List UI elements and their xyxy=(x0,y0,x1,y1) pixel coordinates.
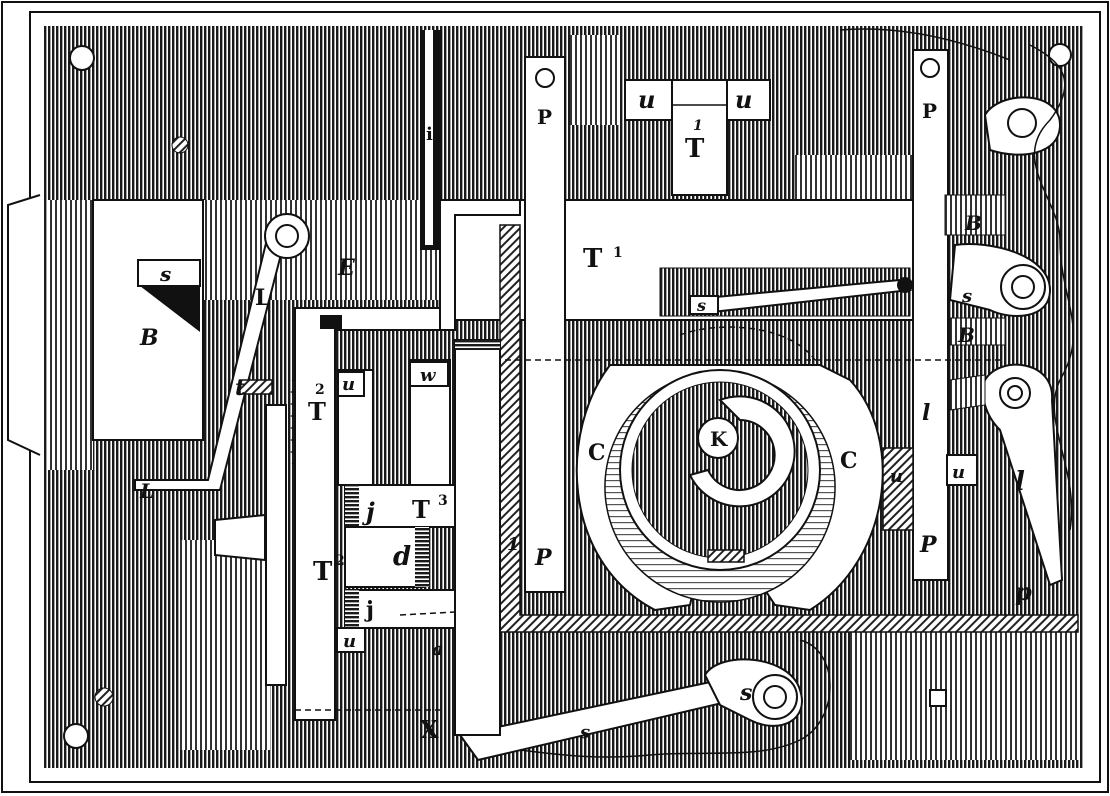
j-block xyxy=(344,589,456,629)
label-i: i xyxy=(426,124,433,145)
u-top-left xyxy=(624,79,676,121)
stop-t xyxy=(239,379,273,395)
label-T1-main-sup: 1 xyxy=(613,245,623,261)
dashed-arc xyxy=(679,326,816,361)
spring-wire-right xyxy=(1029,44,1075,531)
label-E: E xyxy=(337,255,356,281)
j-teeth xyxy=(345,590,359,628)
label-B-right-top: B xyxy=(964,211,982,235)
label-T1-top-sup: 1 xyxy=(693,118,703,134)
label-u-right: u xyxy=(952,462,965,483)
label-s-bottom-pivot: s xyxy=(739,680,752,706)
label-j-lower: j xyxy=(364,597,374,623)
u-lower-block xyxy=(336,627,366,653)
label-P-left-bottom: P xyxy=(534,545,553,571)
label-B-right-bottom: B xyxy=(957,323,975,347)
bar-P-left xyxy=(524,56,566,593)
label-1: 1 xyxy=(507,534,520,555)
label-B-left: B xyxy=(139,325,159,351)
T1-shoulder xyxy=(439,199,521,331)
label-P-left-top: P xyxy=(537,105,552,129)
label-P-right-top: P xyxy=(922,99,937,123)
centre-strip xyxy=(454,339,501,736)
B-right-top xyxy=(944,194,1006,236)
l-small-plate xyxy=(949,374,986,411)
spring-wire-top xyxy=(839,28,1011,61)
key-K xyxy=(697,417,739,459)
upper-plate xyxy=(200,200,440,300)
lever-L-pivot-inner xyxy=(275,224,299,248)
label-s-bottom-lever: s xyxy=(579,722,590,743)
slot-s-block xyxy=(689,295,719,315)
label-w: w xyxy=(420,365,437,386)
T3-teeth xyxy=(345,485,359,527)
label-s-right: s xyxy=(961,286,972,307)
rivet-upper-left xyxy=(171,136,189,154)
label-P-right-bottom: P xyxy=(919,532,938,558)
label-T3-sup: 3 xyxy=(438,493,448,509)
u-top-right xyxy=(724,79,771,121)
label-T2-lower: T xyxy=(313,557,333,587)
label-C-left: C xyxy=(588,440,606,466)
top-small-plate xyxy=(570,35,620,125)
key-K-ring xyxy=(688,395,796,508)
long-slide xyxy=(265,404,287,686)
spring-wire-bottom xyxy=(519,639,831,758)
wedge-tip xyxy=(214,513,266,562)
label-T2-upper-sup: 2 xyxy=(315,382,325,398)
u-block xyxy=(337,371,365,397)
label-s-slot: s xyxy=(696,296,706,315)
label-u-top-left: u xyxy=(638,85,655,114)
screw-hole-top-left xyxy=(69,45,95,71)
label-d: d xyxy=(393,542,411,572)
label-K: K xyxy=(710,427,728,451)
label-l-lever: l xyxy=(1015,467,1025,497)
bar-P-right xyxy=(912,49,949,581)
T1-top xyxy=(671,79,728,196)
label-s-left: s xyxy=(159,262,171,286)
label-T2-upper: T xyxy=(308,397,326,426)
label-p-lever: p xyxy=(1015,577,1032,606)
label-u-mid: u xyxy=(890,466,903,487)
small-square xyxy=(929,689,947,707)
lower-right-plate xyxy=(850,620,1080,760)
B-right-bottom xyxy=(949,317,1006,346)
label-u-lower: u xyxy=(343,631,356,652)
lower-left-block xyxy=(180,540,270,750)
bolt-stud-shadow xyxy=(140,286,200,332)
w-block xyxy=(409,361,449,387)
u-block-right-hatched xyxy=(882,447,914,531)
tumbler-notch xyxy=(320,315,342,329)
rivet-lower-left xyxy=(94,687,114,707)
dashed-j-line xyxy=(399,611,456,616)
left-rail xyxy=(48,200,93,470)
cam-gap-block xyxy=(707,549,745,563)
label-u-top-right: u xyxy=(735,85,752,114)
bolt-face-plate xyxy=(7,194,41,456)
label-L-lower: L xyxy=(139,479,154,503)
slot-pin xyxy=(897,277,913,293)
label-j-upper: j xyxy=(362,497,375,526)
label-a: a xyxy=(432,639,444,660)
label-T1-top: T xyxy=(685,134,705,164)
label-L-upper: L xyxy=(255,285,270,311)
label-u-small: u xyxy=(342,374,355,395)
screw-hole-bottom-left xyxy=(63,723,89,749)
label-t: t xyxy=(235,375,245,401)
d-block xyxy=(344,526,426,588)
label-T1-main: T xyxy=(583,244,603,274)
u-block-right xyxy=(946,454,978,486)
label-T2-lower-sup: 2 xyxy=(335,553,345,569)
screw-hole-top-right xyxy=(1048,43,1072,67)
label-C-right: C xyxy=(840,448,858,474)
d-teeth xyxy=(415,527,429,587)
label-X: X xyxy=(420,715,439,744)
label-T3: T xyxy=(412,495,430,524)
bolt-B xyxy=(92,199,204,441)
stem-i-highlight xyxy=(425,30,433,245)
label-l-small: l xyxy=(922,400,930,426)
